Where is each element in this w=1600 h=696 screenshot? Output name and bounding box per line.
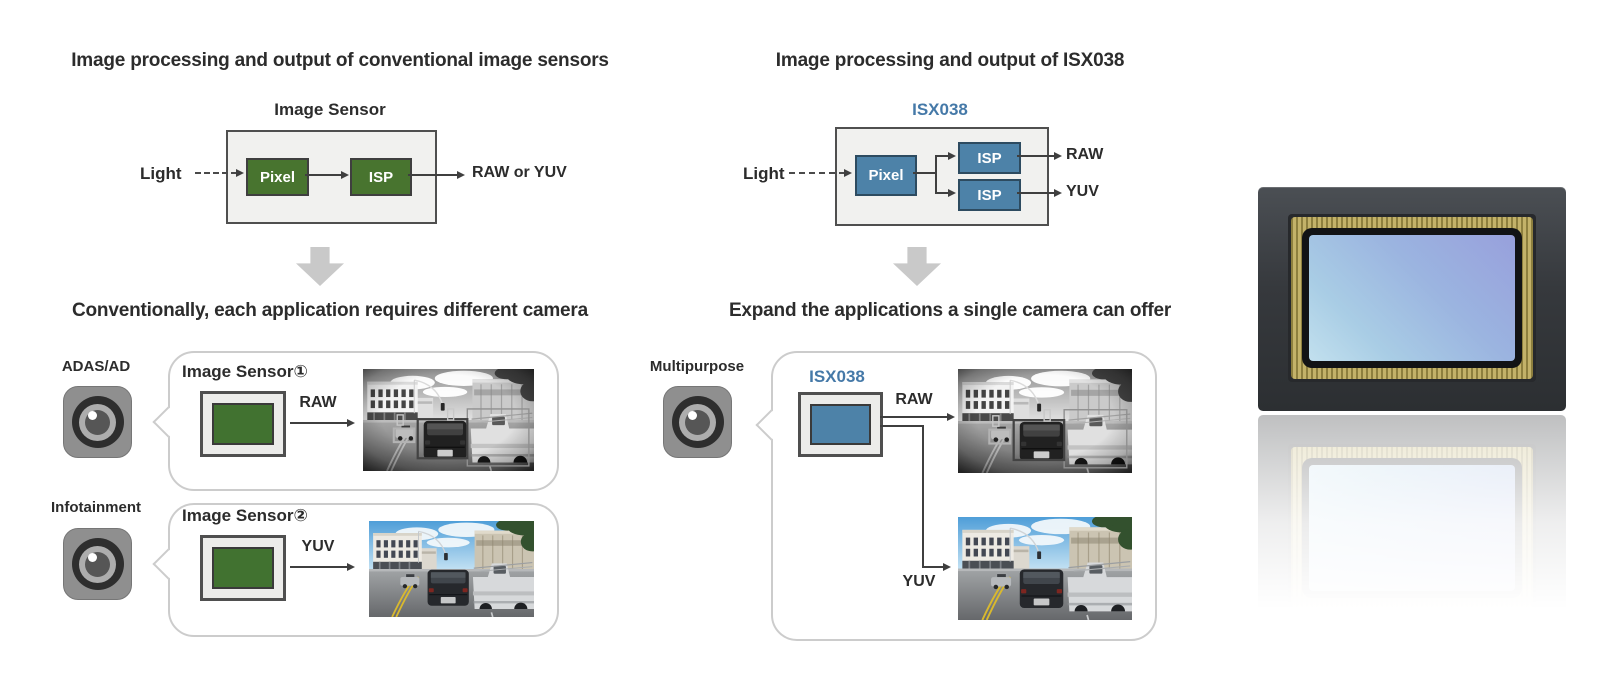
camera-inner-ring — [79, 545, 116, 583]
chip-bond-pads — [1291, 217, 1533, 379]
yuv-output-label: YUV — [1066, 183, 1099, 200]
camera-outer-ring — [71, 396, 124, 448]
camera-inner-ring — [679, 403, 716, 441]
infotainment-label: Infotainment — [51, 499, 141, 516]
raw-flow-arrow — [880, 413, 955, 421]
image-sensor-1-label: Image Sensor① — [182, 362, 308, 381]
camera-icon — [663, 386, 732, 458]
pixel-block-conventional: Pixel — [246, 158, 309, 196]
conventional-diagram-label: Image Sensor — [274, 100, 386, 119]
yuv-flow-arrow — [922, 563, 951, 571]
isp1-block-isx038: ISP — [958, 142, 1021, 174]
chip-die-cavity — [1288, 214, 1536, 382]
isx038-chip — [798, 392, 883, 457]
camera-inner-ring — [79, 403, 116, 441]
camera-icon — [63, 386, 132, 458]
adas-label: ADAS/AD — [61, 358, 131, 375]
sensor-die-blue — [810, 404, 871, 445]
yuv-branch-vertical — [922, 425, 924, 568]
title-conventional-apps: Conventionally, each application require… — [72, 300, 588, 321]
split-to-isp2-arrow — [936, 189, 956, 197]
sensor-die-green — [212, 403, 274, 445]
down-arrow-icon — [296, 247, 344, 286]
multipurpose-label: Multipurpose — [649, 358, 745, 375]
isx038-diagram-label: ISX038 — [912, 100, 968, 119]
reflection-fade — [1248, 415, 1576, 685]
raw-output-label: RAW — [1066, 146, 1104, 163]
title-isx038-processing: Image processing and output of ISX038 — [775, 50, 1125, 71]
isp2-block-isx038: ISP — [958, 179, 1021, 211]
isp-block-conventional: ISP — [350, 158, 412, 196]
image-sensor-2-chip — [200, 535, 286, 601]
yuv-branch-stub — [880, 425, 924, 427]
camera-lens-glint — [88, 410, 97, 420]
raw-flow-arrow — [290, 419, 355, 427]
light-label-isx038: Light — [743, 164, 785, 183]
isp-output-arrow — [408, 171, 465, 179]
image-sensor-1-chip — [200, 391, 286, 457]
yuv-label-infotainment: YUV — [301, 538, 335, 555]
light-label-conventional: Light — [140, 164, 182, 183]
yuv-flow-arrow — [290, 563, 355, 571]
sensor-die-green — [212, 547, 274, 589]
split-line-horizontal — [913, 172, 937, 174]
down-arrow-icon — [893, 247, 941, 286]
split-to-isp1-arrow — [936, 152, 956, 160]
chip-sensor-surface — [1309, 235, 1515, 361]
street-photo-raw-adas — [363, 369, 534, 471]
camera-outer-ring — [671, 396, 724, 448]
street-photo-yuv-multipurpose — [958, 517, 1132, 620]
split-line-vertical — [935, 155, 937, 194]
output-label-conventional: RAW or YUV — [472, 164, 567, 181]
street-photo-raw-multipurpose — [958, 369, 1132, 473]
image-sensor-2-label: Image Sensor② — [182, 506, 308, 525]
title-isx038-apps: Expand the applications a single camera … — [728, 300, 1172, 321]
camera-icon — [63, 528, 132, 600]
yuv-label-multipurpose: YUV — [902, 573, 936, 590]
isp2-output-arrow — [1017, 189, 1062, 197]
pixel-to-isp-arrow — [305, 171, 349, 179]
isx038-chip-label: ISX038 — [809, 367, 865, 386]
title-conventional-processing: Image processing and output of conventio… — [71, 50, 609, 71]
chip-bezel — [1302, 228, 1522, 368]
pixel-block-isx038: Pixel — [855, 155, 917, 196]
camera-outer-ring — [71, 538, 124, 590]
light-arrow-isx038 — [789, 169, 852, 177]
street-photo-yuv-infotainment — [369, 521, 534, 617]
isp1-output-arrow — [1017, 152, 1062, 160]
raw-label-adas: RAW — [299, 394, 337, 411]
raw-label-multipurpose: RAW — [895, 391, 933, 408]
camera-lens-glint — [688, 410, 697, 420]
camera-lens-glint — [88, 552, 97, 562]
light-arrow-conventional — [195, 169, 244, 177]
image-sensor-chip — [1258, 187, 1566, 411]
